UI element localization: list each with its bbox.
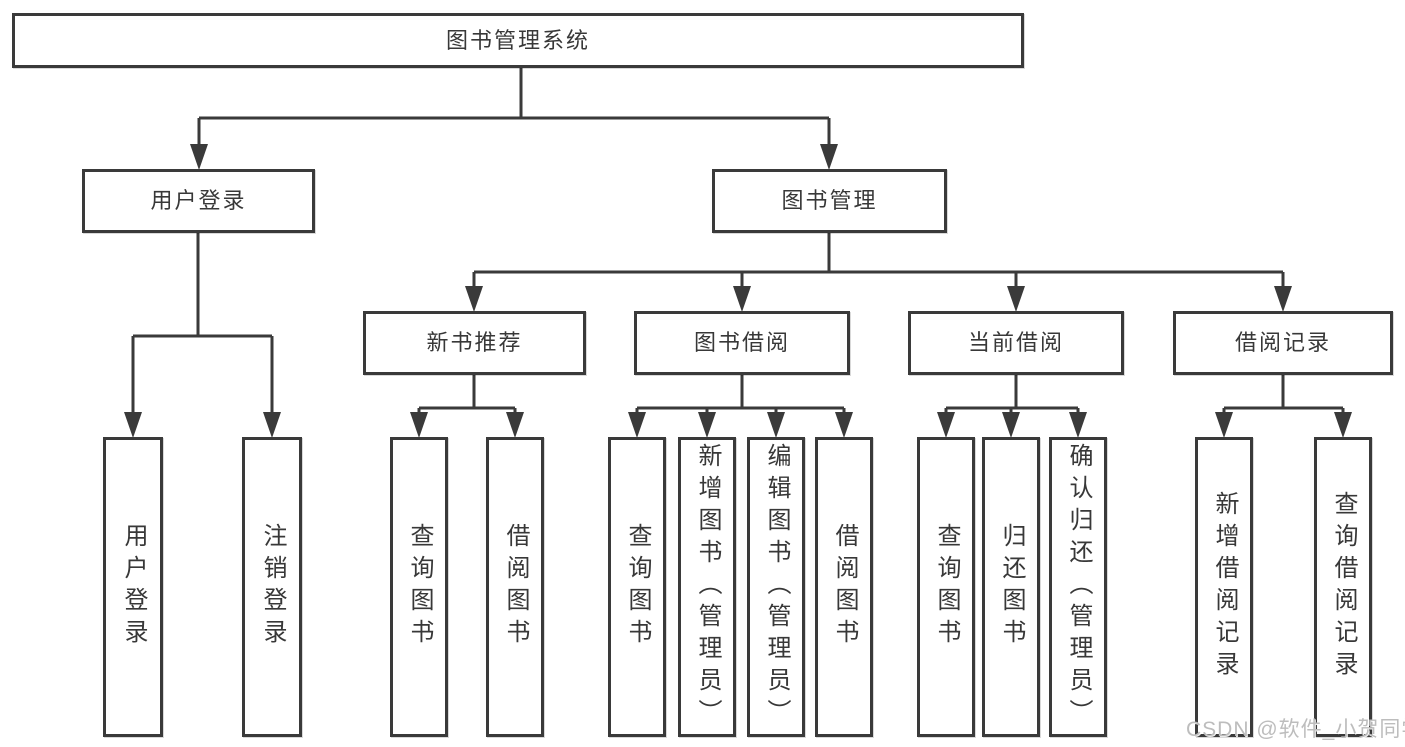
leaf-add-book-admin: 新增图书（管理员） [678,437,736,737]
leaf-return-book-label: 归还图书 [998,523,1025,651]
leaf-add-borrow-record-label: 新增借阅记录 [1211,491,1238,683]
node-book-management: 图书管理 [712,169,947,233]
node-user-login: 用户登录 [82,169,315,233]
leaf-add-book-admin-label: 新增图书（管理员） [694,443,721,731]
leaf-recommend-query-book: 查询图书 [390,437,448,737]
leaf-recommend-query-book-label: 查询图书 [406,523,433,651]
leaf-add-borrow-record: 新增借阅记录 [1195,437,1253,737]
node-borrow-records-label: 借阅记录 [1234,330,1331,355]
csdn-watermark: CSDN @软件_小贺同学 [1186,718,1405,741]
node-new-book-recommend: 新书推荐 [363,311,586,375]
leaf-edit-book-admin: 编辑图书（管理员） [747,437,805,737]
leaf-borrow-book: 借阅图书 [815,437,873,737]
leaf-borrow-query-book: 查询图书 [608,437,666,737]
node-new-book-recommend-label: 新书推荐 [426,330,523,355]
leaf-user-login: 用户登录 [103,437,163,737]
leaf-confirm-return-admin-label: 确认归还（管理员） [1065,443,1092,731]
leaf-borrow-query-book-label: 查询图书 [624,523,651,651]
leaf-query-borrow-record: 查询借阅记录 [1314,437,1372,737]
node-borrow-records: 借阅记录 [1173,311,1393,375]
node-user-login-label: 用户登录 [150,188,247,213]
leaf-current-query-book-label: 查询图书 [933,523,960,651]
leaf-confirm-return-admin: 确认归还（管理员） [1049,437,1107,737]
leaf-query-borrow-record-label: 查询借阅记录 [1330,491,1357,683]
leaf-recommend-borrow-book-label: 借阅图书 [502,523,529,651]
leaf-user-login-label: 用户登录 [120,523,147,651]
node-current-borrow-label: 当前借阅 [967,330,1064,355]
leaf-logout-label: 注销登录 [259,523,286,651]
node-root-label: 图书管理系统 [445,27,590,53]
node-book-borrow-label: 图书借阅 [693,330,790,355]
leaf-return-book: 归还图书 [982,437,1040,737]
node-book-borrow: 图书借阅 [634,311,850,375]
node-book-management-label: 图书管理 [781,188,878,213]
leaf-borrow-book-label: 借阅图书 [831,523,858,651]
leaf-recommend-borrow-book: 借阅图书 [486,437,544,737]
arrowheads [124,144,1352,438]
node-current-borrow: 当前借阅 [908,311,1124,375]
node-root: 图书管理系统 [12,13,1024,68]
leaf-current-query-book: 查询图书 [917,437,975,737]
leaf-logout: 注销登录 [242,437,302,737]
leaf-edit-book-admin-label: 编辑图书（管理员） [763,443,790,731]
